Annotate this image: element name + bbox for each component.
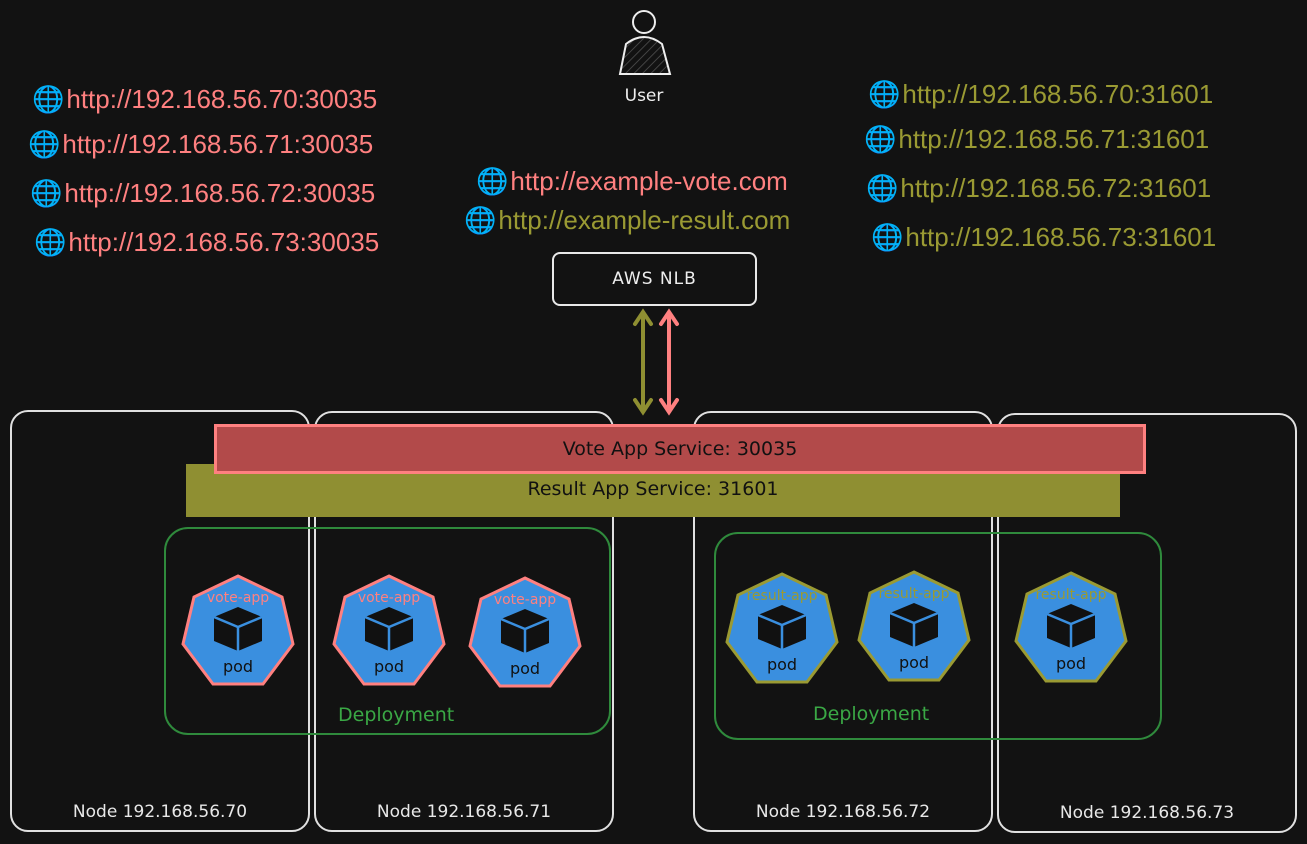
pod-kind-label: pod <box>223 657 253 676</box>
pod-kind-label: pod <box>767 655 797 674</box>
vote-pod[interactable]: vote-app pod <box>178 572 298 692</box>
globe-icon: 🌐 <box>871 222 904 252</box>
node-label: Node 192.168.56.73 <box>1059 803 1235 823</box>
node-71: Node 192.168.56.71 <box>314 411 614 832</box>
globe-icon: 🌐 <box>30 178 63 208</box>
result-deployment-label: Deployment <box>813 703 930 725</box>
vote-traffic-arrow <box>659 308 679 416</box>
cube-icon <box>213 607 263 651</box>
cube-icon <box>364 607 414 651</box>
globe-icon: 🌐 <box>476 166 509 196</box>
globe-icon: 🌐 <box>32 84 65 114</box>
result-pod[interactable]: result-app pod <box>854 568 974 688</box>
pod-app-label: vote-app <box>207 590 269 606</box>
result-url-node-73[interactable]: 🌐http://192.168.56.73:31601 <box>871 222 1217 252</box>
vote-url-node-70[interactable]: 🌐http://192.168.56.70:30035 <box>32 84 378 114</box>
vote-pod[interactable]: vote-app pod <box>465 574 585 694</box>
result-deployment <box>714 532 1162 740</box>
cube-icon <box>889 603 939 647</box>
pod-app-label: result-app <box>746 588 817 604</box>
node-70: Node 192.168.56.70 <box>10 410 310 832</box>
pod-app-label: result-app <box>1035 587 1106 603</box>
vote-url-node-71[interactable]: 🌐http://192.168.56.71:30035 <box>28 129 374 159</box>
node-label: Node 192.168.56.72 <box>755 802 931 822</box>
pod-app-label: result-app <box>878 586 949 602</box>
result-service-label: Result App Service: 31601 <box>527 478 779 500</box>
result-domain-url[interactable]: 🌐http://example-result.com <box>464 205 791 235</box>
user-label: User <box>624 86 664 106</box>
vote-url-node-72[interactable]: 🌐http://192.168.56.72:30035 <box>30 178 376 208</box>
user-icon <box>614 8 674 80</box>
cube-icon <box>1046 604 1096 648</box>
node-label: Node 192.168.56.71 <box>376 802 552 822</box>
node-73: Node 192.168.56.73 <box>997 413 1297 833</box>
node-label: Node 192.168.56.70 <box>72 802 248 822</box>
pod-kind-label: pod <box>510 659 540 678</box>
cube-icon <box>757 605 807 649</box>
pod-kind-label: pod <box>899 653 929 672</box>
traffic-arrows <box>633 308 679 416</box>
vote-service-label: Vote App Service: 30035 <box>562 438 798 460</box>
aws-nlb-box: AWS NLB <box>552 252 757 306</box>
vote-deployment <box>164 527 611 735</box>
globe-icon: 🌐 <box>864 124 897 154</box>
cube-icon <box>500 609 550 653</box>
vote-url-node-73[interactable]: 🌐http://192.168.56.73:30035 <box>34 227 380 257</box>
globe-icon: 🌐 <box>464 205 497 235</box>
globe-icon: 🌐 <box>866 173 899 203</box>
result-traffic-arrow <box>633 308 653 416</box>
globe-icon: 🌐 <box>34 227 67 257</box>
node-72: Node 192.168.56.72 <box>693 411 993 832</box>
pod-kind-label: pod <box>374 657 404 676</box>
result-pod[interactable]: result-app pod <box>722 570 842 690</box>
vote-deployment-label: Deployment <box>338 704 455 726</box>
result-url-node-71[interactable]: 🌐http://192.168.56.71:31601 <box>864 124 1210 154</box>
result-url-node-72[interactable]: 🌐http://192.168.56.72:31601 <box>866 173 1212 203</box>
result-pod[interactable]: result-app pod <box>1011 569 1131 689</box>
vote-pod[interactable]: vote-app pod <box>329 572 449 692</box>
globe-icon: 🌐 <box>28 129 61 159</box>
result-url-node-70[interactable]: 🌐http://192.168.56.70:31601 <box>868 79 1214 109</box>
vote-app-service: Vote App Service: 30035 <box>214 424 1146 474</box>
globe-icon: 🌐 <box>868 79 901 109</box>
pod-kind-label: pod <box>1056 654 1086 673</box>
pod-app-label: vote-app <box>358 590 420 606</box>
vote-domain-url[interactable]: 🌐http://example-vote.com <box>476 166 788 196</box>
pod-app-label: vote-app <box>494 592 556 608</box>
